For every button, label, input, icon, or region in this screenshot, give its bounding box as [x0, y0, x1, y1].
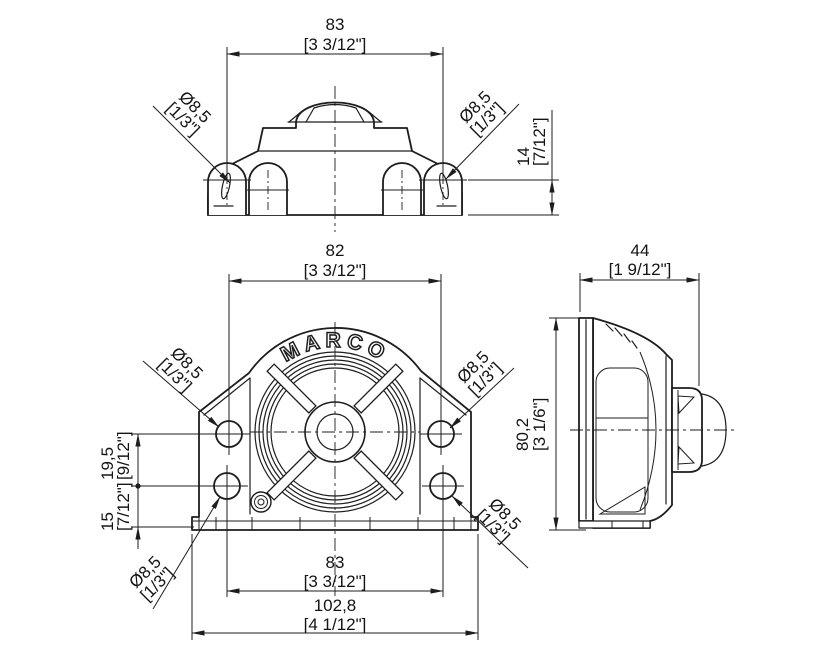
front-view-grommet: [250, 491, 272, 513]
top-view-body: [203, 86, 467, 232]
front-view-width-top-inch: [3 3/12"]: [304, 261, 367, 280]
dim-top-view-height: 14 [7/12"]: [468, 110, 559, 216]
top-view-width-inch: [3 3/12"]: [304, 35, 367, 54]
side-view-body: [570, 317, 736, 529]
side-view-logo-edge: [605, 323, 638, 349]
dim-front-view-hole-rows: 19,5 [9/12"] 15 [7/12"]: [98, 431, 210, 549]
front-view: MARCO: [98, 241, 529, 640]
dim-front-view-width-top: 82 [3 3/12"]: [228, 241, 442, 424]
top-view: 83 [3 3/12"] Ø8,5 [1/3"] Ø8,5 [1/3"]: [152, 15, 559, 232]
dim-side-view-depth: 44 [1 9/12"]: [579, 241, 700, 386]
dim-top-view-hole-right: Ø8,5 [1/3"]: [445, 87, 520, 180]
dim-top-view-width: 83 [3 3/12"]: [226, 15, 444, 178]
front-view-width-top-mm: 82: [326, 241, 345, 260]
side-view: 44 [1 9/12"] 80,2 [3 1/6"]: [513, 241, 736, 531]
side-view-horn: [671, 387, 703, 473]
front-view-base-offset-mm: 15: [98, 512, 117, 531]
front-view-grille-spokes: [266, 363, 404, 501]
side-view-depth-mm: 44: [631, 241, 650, 260]
top-view-height-mm: 14: [514, 147, 533, 166]
top-view-height-inch: [7/12"]: [530, 117, 549, 166]
dim-side-view-height: 80,2 [3 1/6"]: [513, 317, 586, 531]
top-view-hole-right: [439, 172, 449, 200]
side-view-height-mm: 80,2: [513, 418, 532, 451]
front-view-overall-width-mm: 102,8: [314, 596, 357, 615]
dim-front-view-overall-width: 102,8 [4 1/12"]: [191, 534, 479, 640]
top-view-width-mm: 83: [326, 15, 345, 34]
front-view-housing-edges: [203, 377, 467, 515]
front-view-base-offset-inch: [7/12"]: [114, 482, 133, 531]
front-view-row-spacing-inch: [9/12"]: [114, 431, 133, 480]
side-view-depth-inch: [1 9/12"]: [609, 260, 672, 279]
front-view-hole-span-inch: [3 3/12"]: [304, 572, 367, 591]
front-view-row-spacing-mm: 19,5: [98, 447, 117, 480]
side-view-height-inch: [3 1/6"]: [530, 398, 549, 451]
front-view-overall-width-inch: [4 1/12"]: [304, 615, 367, 634]
front-view-hole-span-mm: 83: [326, 553, 345, 572]
dim-front-view-hole-span: 83 [3 3/12"]: [226, 501, 444, 597]
